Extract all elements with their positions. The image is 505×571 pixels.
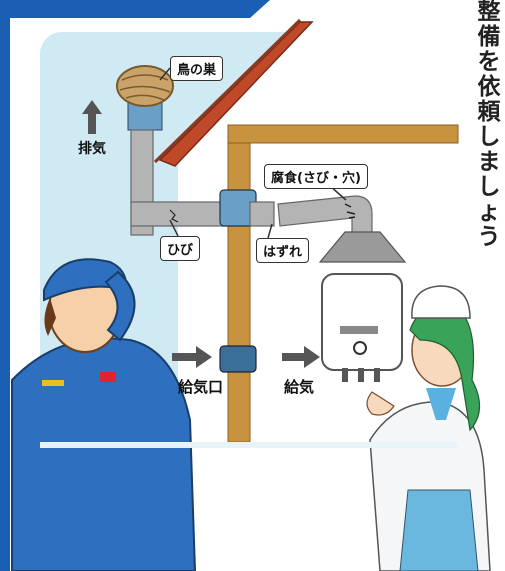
wall-vertical	[227, 131, 251, 443]
nest-label: 鳥の巣	[170, 56, 224, 81]
heater-pipe-1	[342, 368, 348, 382]
exhaust-label: 排気	[78, 141, 106, 157]
crack-pointer	[169, 219, 179, 237]
pipe-outside	[249, 201, 275, 227]
intake-port-label: 給気口	[178, 378, 224, 396]
crack-mark	[169, 209, 179, 223]
chef-scarf	[426, 388, 456, 420]
heater-dial	[353, 341, 367, 355]
heading-char: し	[477, 124, 501, 150]
heading-char: 備	[477, 24, 501, 50]
detach-pointer	[267, 223, 273, 239]
worker-cap	[43, 258, 128, 302]
heading-char: し	[477, 174, 501, 200]
corrosion-mark	[344, 203, 356, 219]
nest-pointer	[159, 67, 171, 81]
range-hood	[318, 231, 407, 263]
heater-pipe-2	[358, 368, 364, 382]
crack-label: ひび	[160, 236, 201, 261]
intake-port	[219, 345, 257, 373]
heading-char: ま	[477, 149, 501, 175]
intake-arrow-1	[172, 346, 212, 368]
bottom-fade	[40, 442, 458, 448]
heading-char: ょ	[477, 199, 501, 225]
roof	[158, 21, 314, 167]
corrosion-label: 腐食(さび・穴)	[264, 164, 368, 189]
heading-char: 依	[477, 74, 501, 100]
worker-hair	[44, 298, 56, 336]
chef-apron	[399, 489, 479, 571]
detach-label: はずれ	[256, 238, 310, 263]
nest-twigs	[119, 74, 171, 101]
worker-badge	[100, 372, 116, 382]
water-heater	[321, 273, 403, 371]
heading-char: う	[477, 224, 501, 250]
intake-label: 給気	[284, 378, 315, 396]
heater-panel	[340, 326, 378, 334]
heading-char: を	[477, 49, 501, 75]
frame-left-border	[0, 0, 10, 571]
heater-pipe-3	[374, 368, 380, 382]
heading-char: 整	[477, 0, 501, 25]
wall-top	[227, 124, 459, 144]
worker-nametag	[42, 380, 64, 386]
vertical-heading: 整 備 を 依 頼 し ま し ょ う	[474, 0, 504, 250]
worker-body	[11, 337, 197, 571]
exhaust-pipe-horizontal	[130, 201, 232, 227]
chef-hat	[411, 285, 471, 319]
heading-char: 頼	[477, 99, 501, 125]
roof-edge	[153, 18, 302, 164]
chef-hand	[366, 391, 395, 416]
worker-arm	[104, 270, 136, 342]
exhaust-arrow	[82, 100, 102, 134]
intake-arrow-2	[282, 346, 320, 368]
